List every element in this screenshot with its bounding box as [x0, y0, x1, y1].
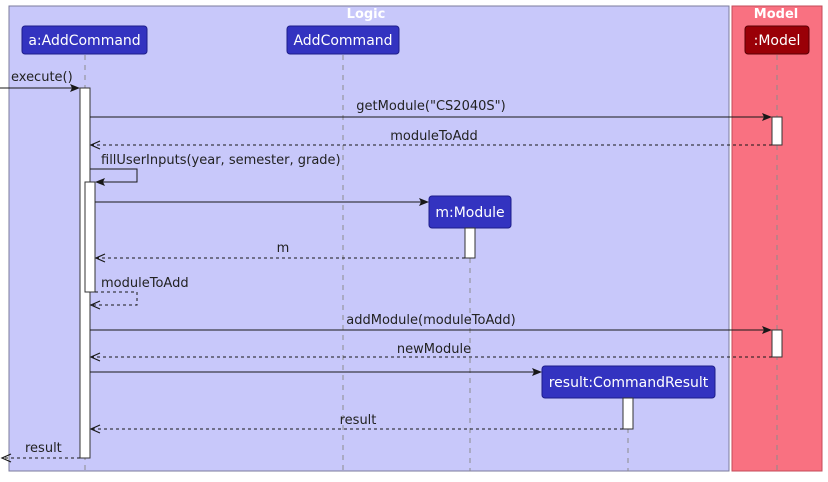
- message-new-module-return: newModule: [89, 342, 772, 362]
- message-module-to-add-return-arrowhead: [89, 140, 101, 150]
- message-result-return-label: result: [340, 413, 377, 428]
- message-get-module-label: getModule("CS2040S"): [356, 99, 505, 114]
- message-new-module-return-label: newModule: [397, 342, 471, 357]
- message-result-return: result: [89, 413, 623, 434]
- participant-model-box: [744, 25, 810, 55]
- logic-box-title: Logic: [347, 7, 386, 22]
- message-self-module-to-add-return-label: moduleToAdd: [101, 276, 189, 291]
- participant-command-result[interactable]: result:CommandResult: [541, 365, 716, 399]
- message-m-return-label: m: [277, 241, 290, 256]
- message-module-to-add-return-label: moduleToAdd: [390, 129, 478, 144]
- message-new-module-return-arrowhead: [89, 352, 101, 362]
- message-execute-label: execute(): [11, 70, 73, 85]
- participant-module[interactable]: m:Module: [428, 195, 512, 229]
- participant-add-command-class-label: AddCommand: [293, 33, 392, 49]
- message-final-result-return-arrowhead: [0, 453, 12, 463]
- message-final-result-return: result: [0, 441, 80, 463]
- message-self-module-to-add-return-arrowhead: [89, 300, 101, 310]
- participant-command-result-label: result:CommandResult: [549, 375, 709, 391]
- participant-model[interactable]: :Model: [744, 25, 810, 55]
- message-get-module-arrowhead: [762, 113, 772, 121]
- activation-add-command-nested: [84, 181, 96, 293]
- message-self-module-to-add-return: moduleToAdd: [89, 276, 189, 310]
- participant-add-command-instance-label: a:AddCommand: [28, 33, 140, 49]
- message-result-return-arrowhead: [89, 424, 101, 434]
- message-m-return: m: [94, 241, 465, 263]
- message-add-module-arrowhead: [762, 326, 772, 334]
- message-fill-user-inputs-arrowhead: [95, 178, 105, 186]
- message-m-return-arrowhead: [94, 253, 106, 263]
- message-self-module-to-add-return-line: [91, 291, 138, 306]
- message-create-module-arrowhead: [419, 198, 429, 206]
- message-create-module: [95, 198, 429, 206]
- logic-box: [8, 5, 730, 472]
- message-add-module-label: addModule(moduleToAdd): [346, 313, 515, 328]
- participant-model-label: :Model: [754, 33, 801, 49]
- message-create-result: [90, 368, 542, 376]
- activation-model-add: [771, 329, 783, 358]
- participant-add-command-class[interactable]: AddCommand: [286, 25, 400, 55]
- activation-model-get: [771, 116, 783, 146]
- message-execute-arrowhead: [70, 84, 80, 92]
- message-fill-user-inputs: fillUserInputs(year, semester, grade): [90, 153, 341, 186]
- message-final-result-return-label: result: [25, 441, 62, 456]
- activation-module: [464, 227, 476, 259]
- participant-module-label: m:Module: [435, 205, 504, 221]
- message-get-module: getModule("CS2040S"): [90, 99, 772, 121]
- model-box-title: Model: [754, 7, 798, 22]
- message-module-to-add-return: moduleToAdd: [89, 129, 772, 150]
- participant-add-command-instance[interactable]: a:AddCommand: [21, 25, 148, 55]
- activation-command-result: [622, 397, 634, 430]
- message-fill-user-inputs-label: fillUserInputs(year, semester, grade): [101, 153, 341, 168]
- participant-add-command-class-box: [286, 25, 400, 55]
- message-execute: execute(): [0, 70, 80, 92]
- message-add-module: addModule(moduleToAdd): [90, 313, 772, 334]
- message-create-result-arrowhead: [532, 368, 542, 376]
- participant-add-command-instance-box: [21, 25, 148, 55]
- message-fill-user-inputs-line: [90, 168, 138, 183]
